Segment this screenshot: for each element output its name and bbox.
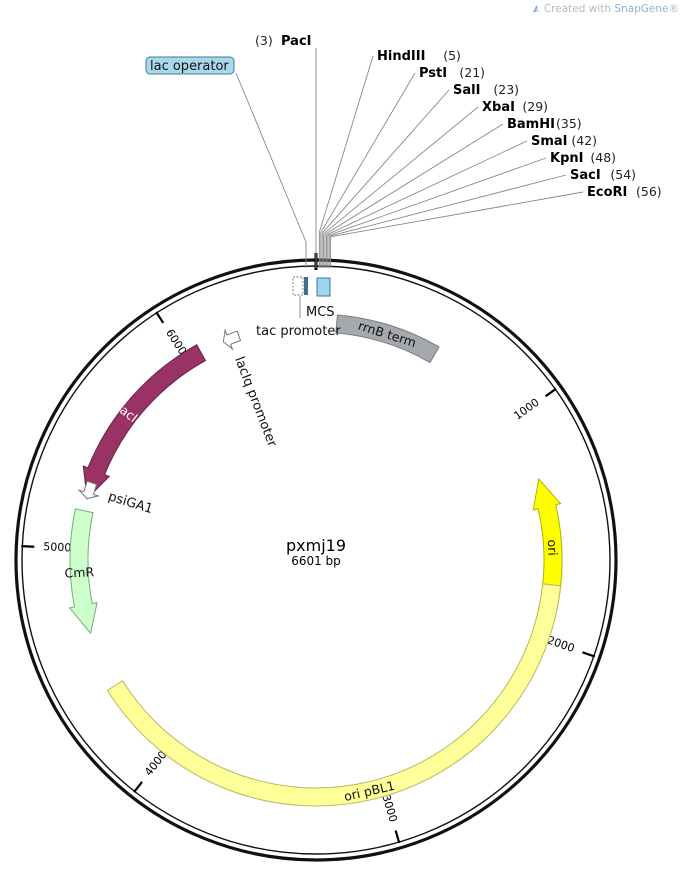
lac-operator-callout[interactable]: lac operator [145,56,307,268]
tick-mark-4000 [133,781,143,793]
feature-cmr[interactable]: CmR [64,508,98,635]
site-saci[interactable]: SacI (54) [328,167,636,268]
site-bamhi[interactable]: BamHI(35) [324,116,582,268]
mcs-cluster: MCS tac promoter [256,276,341,339]
site-position: (54) [610,167,636,182]
site-position: (21) [459,65,485,80]
site-leader [329,174,567,237]
cmr-label: CmR [64,564,95,581]
restriction-sites-layer: (3) PacI HindIII (5) PstI (21) SalI (23) XbaI (29… [255,33,662,268]
snapgene-logo-icon [532,4,540,13]
lac-operator-label: lac operator [150,59,229,74]
site-position: (56) [636,184,662,199]
watermark-prefix: Created with [543,3,615,15]
site-name: BamHI [507,117,555,132]
site-name: PstI [419,66,447,81]
watermark-brand: SnapGene [614,3,669,15]
site-paci[interactable]: (3) PacI [255,33,317,268]
mcs-label: MCS [306,305,335,320]
plasmid-length: 6601 bp [291,554,341,568]
site-name: SmaI [531,134,568,149]
features-layer: rrnB term ori ori pBL1 CmR LacIq lacIq promot… [64,314,563,807]
site-leader [318,55,374,233]
lac-operator-site[interactable] [304,277,308,295]
tick-label-5000: 5000 [43,540,72,554]
feature-laciq[interactable]: LacIq [82,344,207,500]
site-position: (35) [556,116,582,131]
rrnb-term-arc[interactable] [335,314,440,364]
site-leader [330,191,584,238]
site-smai[interactable]: SmaI(42) [325,133,597,268]
cmr-arc[interactable] [68,508,98,635]
tac-promoter-label: tac promoter [256,324,341,339]
feature-laciq-promoter[interactable]: lacIq promoter [222,328,280,450]
site-ecori[interactable]: EcoRI (56) [330,184,662,268]
tick-mark-2000 [582,651,596,658]
site-name: KpnI [550,151,583,166]
site-name: XbaI [482,100,515,115]
watermark-suffix: ® [668,3,680,15]
site-sali[interactable]: SalI (23) [321,82,519,268]
ori-label: ori [545,539,561,556]
site-position: (3) [255,33,273,48]
site-xbai[interactable]: XbaI (29) [323,99,548,268]
psiga1-label: psiGA1 [106,489,154,517]
site-kpni[interactable]: KpnI (48) [327,150,616,268]
site-hindiii[interactable]: HindIII (5) [318,48,461,268]
mcs-block[interactable] [316,277,331,297]
site-position: (29) [522,99,548,114]
site-position: (42) [571,133,597,148]
site-leader [320,72,416,233]
site-name: SalI [453,83,480,98]
feature-rrnb-term[interactable]: rrnB term [335,314,440,364]
site-leader [323,106,479,235]
tick-mark-3000 [394,830,401,844]
laciq-promoter-arrow[interactable] [222,328,242,351]
site-position: (23) [493,82,519,97]
rrnb-term-label: rrnB term [356,318,418,350]
site-position: (5) [443,48,461,63]
site-leader [327,157,547,237]
snapgene-watermark: Created with SnapGene® [532,3,679,15]
laciq-promoter-label: lacIq promoter [231,355,279,450]
tac-promoter-glyph[interactable] [292,276,304,296]
feature-ori-pbl1[interactable]: ori pBL1 [106,583,562,807]
site-name: EcoRI [587,185,627,200]
site-name: HindIII [377,49,425,64]
site-leader [321,89,450,234]
site-name: SacI [570,168,601,183]
laciq-arc[interactable] [82,344,207,500]
tick-mark-5000 [21,545,35,548]
tick-mark-6000 [155,311,165,324]
lac-operator-badge[interactable] [145,56,235,75]
site-name: PacI [281,34,312,49]
plasmid-name: pxmj19 [286,536,346,555]
psiga1-arrow[interactable] [77,480,101,500]
tick-label-1000: 1000 [511,396,541,423]
site-position: (48) [590,150,616,165]
site-psti[interactable]: PstI (21) [320,65,485,268]
lac-operator-leader [235,72,307,243]
site-leader [326,140,528,236]
tick-mark-1000 [544,387,557,398]
site-leader [324,123,504,235]
ori-pbl1-arc[interactable] [106,583,562,807]
tick-label-3000: 3000 [379,793,399,824]
